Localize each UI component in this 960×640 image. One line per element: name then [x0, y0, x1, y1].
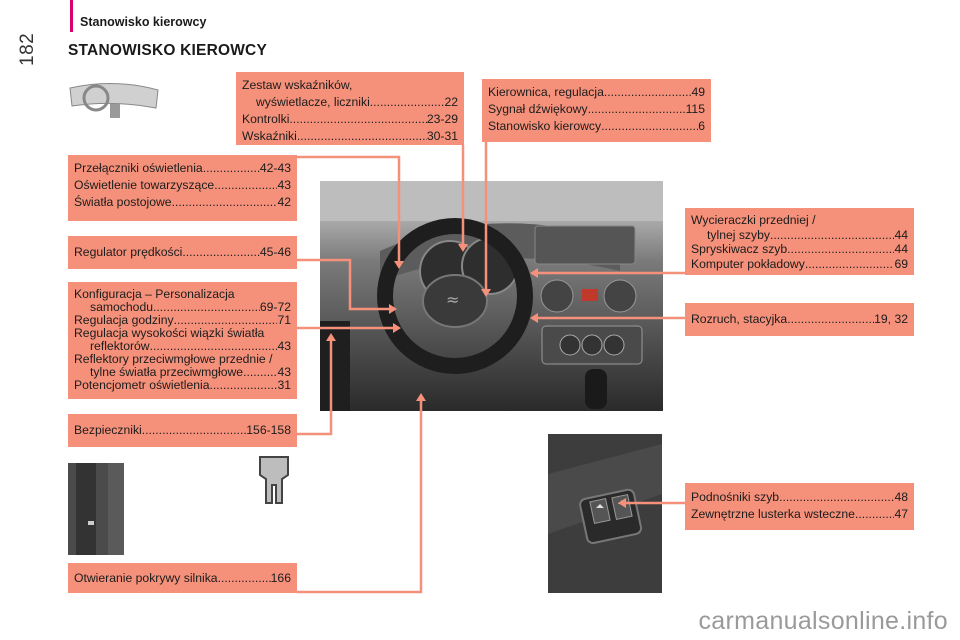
configuration-box: Konfiguracja – Personalizacja samochodu …	[68, 282, 297, 399]
leader-bonnet	[297, 400, 423, 594]
fuse-box-photo	[68, 463, 124, 555]
instrument-cluster-box: Zestaw wskaźników, wyświetlacze, licznik…	[236, 72, 464, 145]
windows-box: Podnośniki szyb48 Zewnętrzne lusterka ws…	[685, 483, 914, 530]
dashboard-thumbnail-icon	[69, 83, 159, 118]
fuses-box: Bezpieczniki156-158	[68, 414, 297, 447]
page-title: STANOWISKO KIEROWCY	[68, 42, 267, 59]
bonnet-release-box: Otwieranie pokrywy silnika 166	[68, 563, 297, 593]
fuse-icon	[259, 456, 289, 504]
wipers-box: Wycieraczki przedniej / tylnej szyby 44 …	[685, 208, 914, 275]
svg-text:≈: ≈	[446, 290, 459, 309]
steering-wheel-box: Kierownica, regulacja 49 Sygnał dźwiękow…	[482, 79, 711, 142]
lighting-switches-box: Przełączniki oświetlenia42-43 Oświetleni…	[68, 155, 297, 221]
accent-bar	[70, 0, 73, 32]
watermark: carmanualsonline.info	[698, 607, 948, 635]
dashboard-photo: ≈	[320, 181, 663, 411]
speed-regulator-box: Regulator prędkości45-46	[68, 236, 297, 269]
section-header: Stanowisko kierowcy	[80, 15, 207, 29]
page-number: 182	[17, 32, 38, 66]
ignition-box: Rozruch, stacyjka 19, 32	[685, 303, 914, 336]
window-switches-photo	[548, 434, 662, 593]
